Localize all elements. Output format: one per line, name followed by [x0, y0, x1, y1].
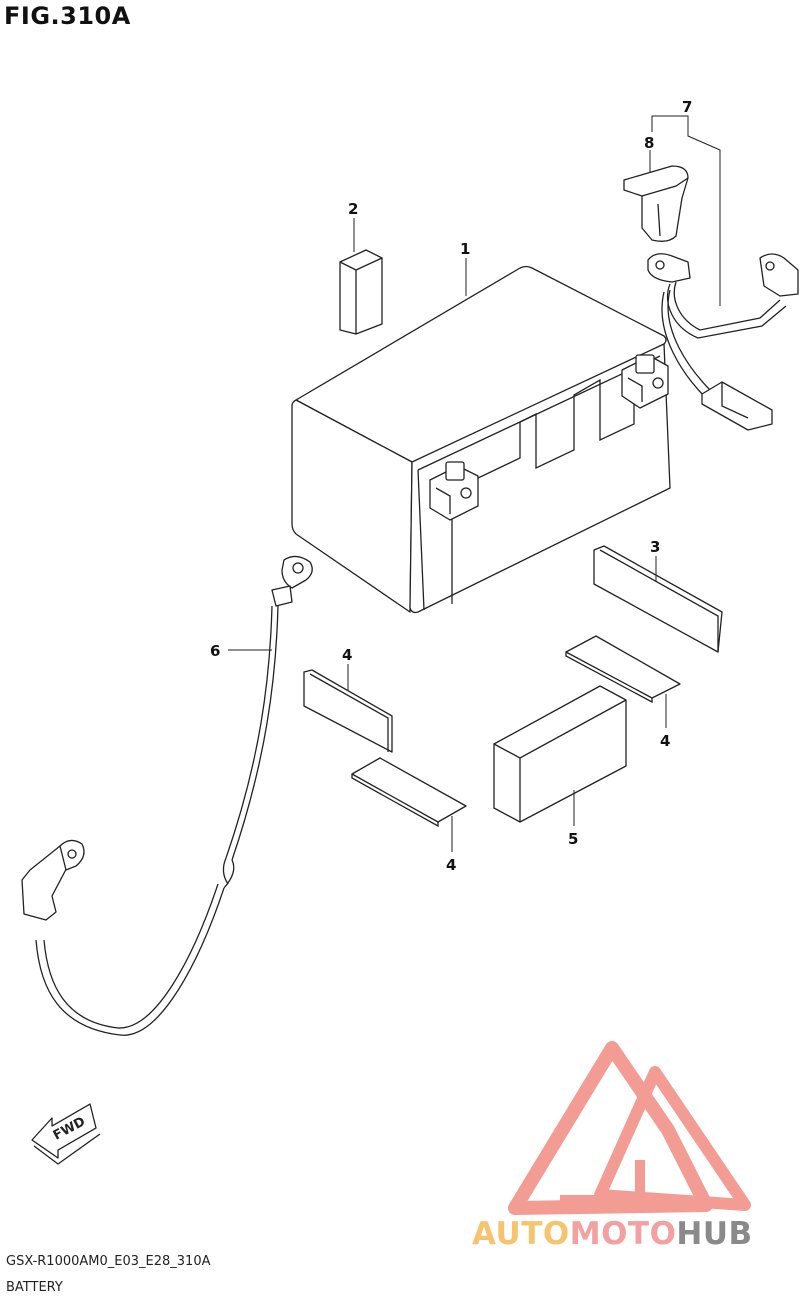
callout-4b-group: 4	[446, 816, 456, 874]
callout-5: 5	[568, 830, 578, 848]
part-2-pad[interactable]	[339, 249, 383, 335]
callout-4a: 4	[342, 646, 352, 664]
callout-8: 8	[644, 134, 654, 152]
callout-2-group: 2	[348, 200, 358, 252]
part-4-pad-a[interactable]	[303, 669, 393, 753]
model-code: GSX-R1000AM0_E03_E28_310A	[6, 1254, 211, 1269]
part-5-block[interactable]	[493, 685, 627, 823]
callout-2: 2	[348, 200, 358, 218]
callout-6-group: 6	[210, 642, 272, 660]
watermark-text: AUTOMOTOHUB	[472, 1216, 753, 1252]
part-7-positive-cable[interactable]	[647, 253, 799, 431]
fwd-direction-marker: FWD	[31, 1103, 101, 1165]
callout-8-group: 8	[644, 134, 654, 172]
section-name: BATTERY	[6, 1280, 63, 1295]
callout-1-group: 1	[460, 240, 470, 296]
watermark-auto: AUTO	[472, 1216, 570, 1252]
callout-6: 6	[210, 642, 220, 660]
callout-4b: 4	[446, 856, 456, 874]
callout-4c: 4	[660, 732, 670, 750]
part-8-terminal-cover[interactable]	[623, 165, 689, 242]
callout-4c-group: 4	[660, 694, 670, 750]
callout-3-group: 3	[650, 538, 660, 582]
part-4-sheet-b[interactable]	[351, 757, 467, 828]
watermark-moto: MOTO	[569, 1216, 677, 1252]
figure-title: FIG.310A	[4, 2, 131, 30]
callout-3: 3	[650, 538, 660, 556]
callout-1: 1	[460, 240, 470, 258]
callout-5-group: 5	[568, 790, 578, 848]
callout-4a-group: 4	[342, 646, 352, 690]
battery[interactable]	[291, 265, 671, 614]
part-6-negative-cable[interactable]	[21, 555, 313, 1036]
part-4-sheet-c[interactable]	[565, 635, 681, 704]
callout-7-group: 7	[651, 98, 721, 306]
callout-7: 7	[682, 98, 692, 116]
watermark-hub: HUB	[676, 1216, 753, 1252]
part-3-pad[interactable]	[593, 545, 723, 653]
watermark-logo	[508, 1041, 751, 1215]
